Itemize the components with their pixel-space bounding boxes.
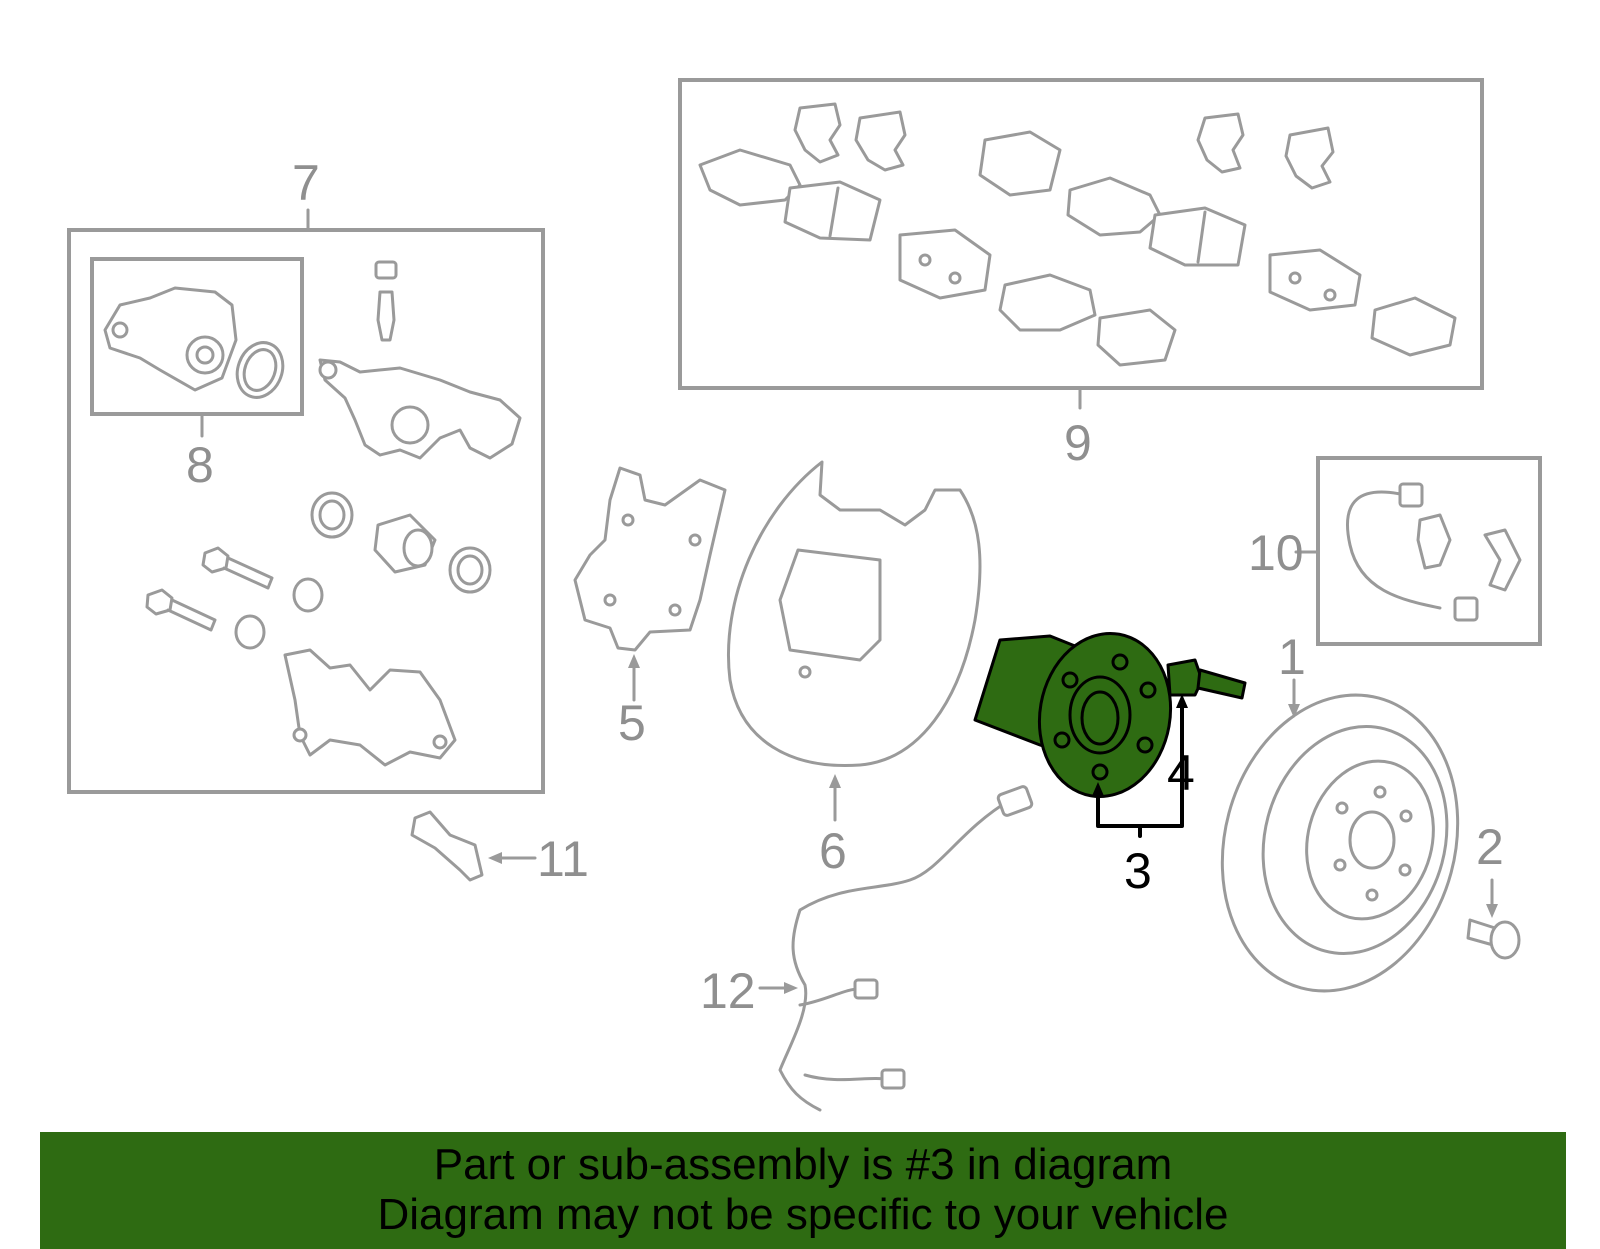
part-11-clip: 11	[410, 810, 589, 887]
part-6-dust-shield: 6	[727, 460, 982, 879]
bleeder-valve	[374, 260, 398, 342]
callout-6[interactable]: 6	[819, 823, 847, 879]
callout-4[interactable]: 4	[1167, 745, 1195, 801]
part-12-sensor-harness: 12	[700, 785, 1034, 1112]
caliper-assembly-group: 7 8	[67, 155, 545, 794]
callout-5[interactable]: 5	[618, 695, 646, 751]
pad-clips	[793, 102, 1335, 190]
callout-11[interactable]: 11	[537, 831, 589, 887]
callout-1[interactable]: 1	[1278, 629, 1306, 685]
callout-8[interactable]: 8	[186, 437, 214, 493]
callout-12[interactable]: 12	[700, 963, 756, 1019]
callout-2[interactable]: 2	[1476, 819, 1504, 875]
caliper-body	[318, 358, 522, 460]
part-4-hub-bolt[interactable]	[1166, 658, 1247, 700]
banner-line-1: Part or sub-assembly is #3 in diagram	[433, 1140, 1173, 1189]
callout-7[interactable]: 7	[292, 155, 320, 211]
callout-10[interactable]: 10	[1248, 525, 1304, 581]
piston-seals	[310, 491, 492, 594]
info-banner: Part or sub-assembly is #3 in diagram Di…	[40, 1132, 1566, 1249]
callout-3-4-leaders: 4 3	[1092, 694, 1195, 899]
callout-3[interactable]: 3	[1124, 843, 1152, 899]
callout-9[interactable]: 9	[1064, 415, 1092, 471]
group-box-8	[90, 257, 304, 416]
caliper-bracket	[283, 648, 457, 767]
part-2-screw: 2	[1466, 819, 1521, 960]
pad-kit-group: 9	[678, 78, 1484, 471]
part-5-bracket: 5	[573, 466, 727, 751]
caliper-body-small	[103, 286, 238, 392]
part-1-rotor: 1	[1220, 629, 1460, 993]
seal-ring-small	[235, 341, 285, 399]
banner-line-2: Diagram may not be specific to your vehi…	[377, 1190, 1229, 1239]
guide-bolts	[145, 546, 324, 650]
part-3-hub-bearing[interactable]	[973, 623, 1183, 807]
group-box-7	[67, 228, 545, 794]
brake-pads	[698, 130, 1457, 367]
part-10-hose-group: 10	[1248, 456, 1542, 646]
